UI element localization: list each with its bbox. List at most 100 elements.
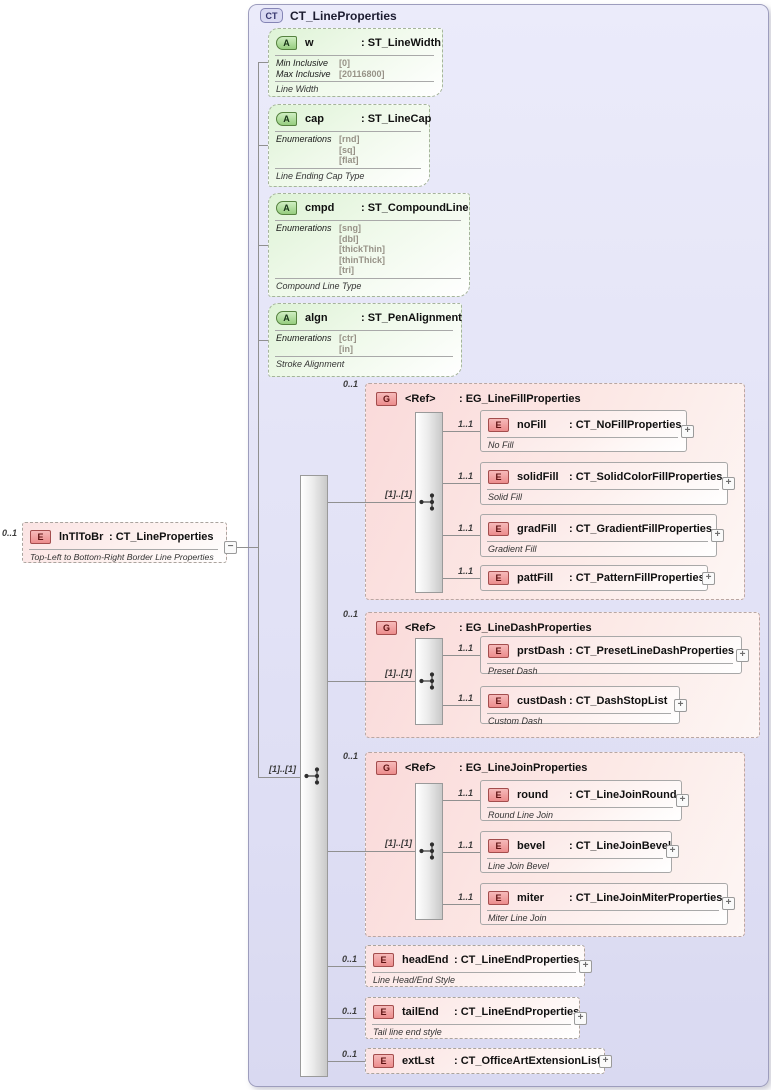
element-name: prstDash [517,645,565,657]
facet-value: [tri] [339,265,354,275]
element-name: extLst [402,1055,435,1067]
connector-line [328,1018,365,1019]
facet-value: [ctr] [339,333,357,343]
separator [487,713,671,714]
cardinality-label: 1..1 [457,840,473,850]
attribute-type: : ST_CompoundLine [361,202,469,214]
connector-line [258,245,268,246]
element-name: headEnd [402,954,449,966]
element-type: : CT_NoFillProperties [569,419,682,431]
facet-label [276,234,339,245]
separator [487,541,708,542]
cardinality-label: [1]..[1] [385,838,412,848]
element-name: pattFill [517,572,554,584]
element-type: : CT_GradientFillProperties [569,523,713,535]
expand-toggle-solidFill[interactable]: + [722,477,735,490]
connector-line [328,502,415,503]
expand-toggle-gradFill[interactable]: + [711,529,724,542]
expand-toggle-custDash[interactable]: + [674,699,687,712]
cardinality-label: [1]..[1] [385,489,412,499]
connector-line [258,62,268,63]
element-description: No Fill [488,440,514,450]
facet-list: Enumerations[ctr] [in] [269,332,461,354]
element-type: : CT_PresetLineDashProperties [569,645,735,657]
facet-value: [thickThin] [339,244,385,254]
cardinality-label: 0..1 [341,1006,357,1016]
cardinality-label: 0..1 [342,379,358,389]
cardinality-label: 1..1 [457,643,473,653]
expand-toggle-prstDash[interactable]: + [736,649,749,662]
group-badge: G [376,621,397,635]
connector-line [258,145,268,146]
expand-toggle-miter[interactable]: + [722,897,735,910]
cardinality-label: 1..1 [457,788,473,798]
attribute-description: Line Width [276,84,319,94]
cardinality-label: 0..1 [341,954,357,964]
facet-label [276,145,339,156]
expand-toggle-tailEnd[interactable]: + [574,1012,587,1025]
connector-line [443,535,480,536]
separator [275,167,421,169]
choice-icon [419,842,435,860]
facet-value: [in] [339,343,353,354]
expand-toggle-extLst[interactable]: + [599,1055,612,1068]
attribute-badge: A [276,311,297,325]
cardinality-label: 0..1 [342,609,358,619]
expand-toggle-bevel[interactable]: + [666,845,679,858]
facet-label: Max Inclusive [276,68,331,79]
element-name: round [517,789,549,801]
element-type: : CT_SolidColorFillProperties [569,471,723,483]
element-type: : CT_LineProperties [109,531,214,543]
element-lnTlToBr[interactable]: E lnTlToBr : CT_LineProperties Top-Left … [22,522,227,563]
element-description: Line Join Bevel [488,861,550,871]
element-type: : CT_LineEndProperties [454,954,580,966]
complex-type-title: CT_LineProperties [290,9,397,23]
expand-toggle-headEnd[interactable]: + [579,960,592,973]
connector-line [443,800,480,801]
connector-line [443,655,480,656]
separator [487,858,663,859]
group-name: <Ref> [405,622,436,634]
element-name: gradFill [517,523,557,535]
facet-label: Enumerations [276,134,332,144]
attribute-cmpd[interactable]: A cmpd : ST_CompoundLine Enumerations[sn… [268,193,470,297]
connector-line [258,62,259,778]
separator [29,549,218,550]
cardinality-label: 1..1 [457,523,473,533]
attribute-type: : ST_PenAlignment [361,312,462,324]
facet-label [276,155,339,166]
element-description: Custom Dash [488,716,543,726]
element-badge: E [488,418,509,432]
attribute-name: w [305,37,314,49]
attribute-badge: A [276,36,297,50]
attribute-description: Compound Line Type [276,280,362,291]
separator [275,277,461,279]
cardinality-label: 1..1 [457,566,473,576]
attribute-w[interactable]: A w : ST_LineWidth Min Inclusive[0] Max … [268,28,443,97]
connector-line [443,431,480,432]
expand-toggle-noFill[interactable]: + [681,425,694,438]
element-description: Preset Dash [488,666,538,676]
collapse-toggle-lnTlToBr[interactable]: − [224,541,237,554]
expand-toggle-pattFill[interactable]: + [702,572,715,585]
facet-value: [sng] [339,223,361,233]
expand-toggle-round[interactable]: + [676,794,689,807]
connector-line [328,966,365,967]
element-badge: E [488,644,509,658]
cardinality-label: [1]..[1] [269,764,296,774]
attribute-algn[interactable]: A algn : ST_PenAlignment Enumerations[ct… [268,303,462,377]
attribute-type: : ST_LineCap [361,113,432,125]
attribute-cap[interactable]: A cap : ST_LineCap Enumerations[rnd] [sq… [268,104,432,187]
